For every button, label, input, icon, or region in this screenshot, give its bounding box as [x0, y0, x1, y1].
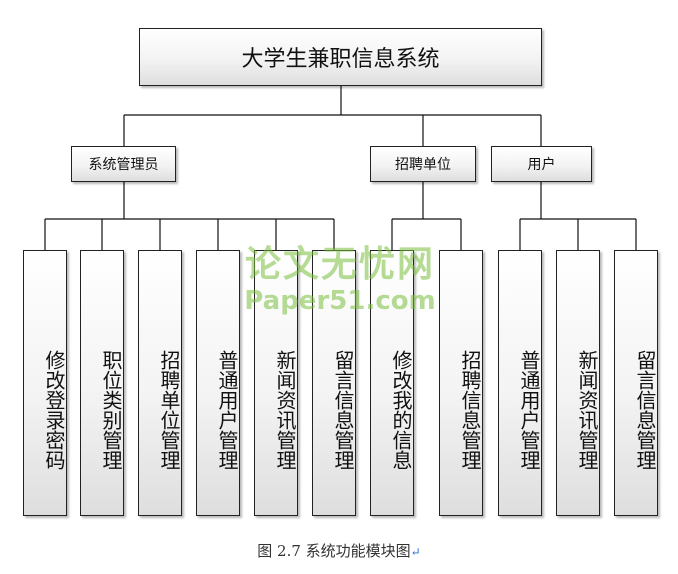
leaf-node-admin-employer: 招聘单位管理	[138, 250, 182, 516]
leaf-node-admin-change-password: 修改登录密码	[23, 250, 67, 516]
leaf-node-user-users: 普通用户管理	[498, 250, 542, 516]
leaf-node-admin-messages: 留言信息管理	[312, 250, 356, 516]
group-node-employer: 招聘单位	[370, 146, 476, 182]
leaf-node-label: 职位类别管理	[99, 350, 123, 470]
group-node-label: 系统管理员	[88, 157, 159, 173]
leaf-node-label: 新闻资讯管理	[575, 350, 599, 470]
leaf-node-label: 留言信息管理	[633, 350, 657, 470]
leaf-node-user-news: 新闻资讯管理	[556, 250, 600, 516]
group-node-admin: 系统管理员	[71, 146, 176, 182]
leaf-node-label: 新闻资讯管理	[273, 350, 297, 470]
figure-caption-text: 图 2.7 系统功能模块图	[257, 542, 411, 560]
leaf-node-admin-news: 新闻资讯管理	[254, 250, 298, 516]
figure-caption: 图 2.7 系统功能模块图↵	[0, 540, 678, 561]
leaf-node-label: 留言信息管理	[331, 350, 355, 470]
leaf-node-employer-my-info: 修改我的信息	[370, 250, 414, 516]
leaf-node-label: 普通用户管理	[215, 350, 239, 470]
root-node: 大学生兼职信息系统	[139, 28, 542, 86]
group-node-user: 用户	[491, 146, 592, 182]
leaf-node-label: 招聘单位管理	[157, 350, 181, 470]
leaf-node-user-messages: 留言信息管理	[614, 250, 658, 516]
leaf-node-admin-users: 普通用户管理	[196, 250, 240, 516]
group-node-label: 用户	[527, 157, 556, 173]
leaf-node-label: 招聘信息管理	[458, 350, 482, 470]
root-node-label: 大学生兼职信息系统	[241, 47, 440, 72]
leaf-node-label: 普通用户管理	[517, 350, 541, 470]
leaf-node-label: 修改登录密码	[42, 350, 66, 470]
leaf-node-employer-job-posts: 招聘信息管理	[439, 250, 483, 516]
leaf-node-admin-job-category: 职位类别管理	[80, 250, 124, 516]
paragraph-mark-icon: ↵	[410, 545, 421, 559]
group-node-label: 招聘单位	[395, 157, 451, 173]
leaf-node-label: 修改我的信息	[389, 350, 413, 470]
